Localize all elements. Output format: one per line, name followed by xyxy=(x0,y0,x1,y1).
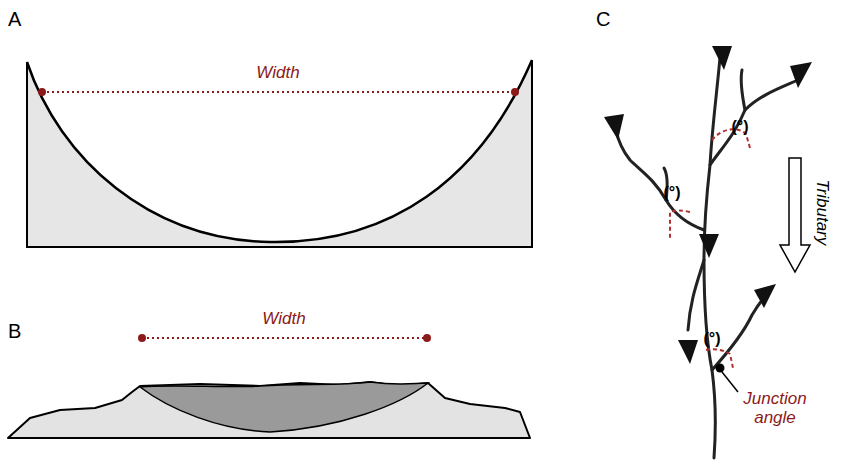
callout-label: Junction angle xyxy=(730,390,820,427)
angle-arcs xyxy=(670,129,750,368)
width-end xyxy=(423,334,431,342)
width-line xyxy=(42,91,515,93)
terrain xyxy=(8,382,530,438)
angle-symbol: (°) xyxy=(731,118,748,136)
dimension-label: Width xyxy=(262,310,305,329)
valley-profile xyxy=(27,60,532,242)
panel-letter: A xyxy=(8,8,21,30)
flow-label: Tributary xyxy=(813,179,832,245)
valley-frame xyxy=(27,60,532,247)
width-end xyxy=(38,88,46,96)
junction-dot xyxy=(716,364,725,373)
width-line xyxy=(142,337,427,339)
valley-fill xyxy=(27,60,532,247)
leader-line xyxy=(722,372,738,392)
angle-symbol: (°) xyxy=(703,330,720,348)
panel-letter: C xyxy=(596,8,610,30)
dimension-label: Width xyxy=(256,64,299,83)
panel-letter: B xyxy=(8,320,21,342)
lake-basin xyxy=(140,382,428,432)
width-end xyxy=(511,88,519,96)
channel-heads xyxy=(604,46,812,364)
width-end xyxy=(138,334,146,342)
angle-symbol: (°) xyxy=(663,184,680,202)
tributary-arrow xyxy=(780,158,810,272)
